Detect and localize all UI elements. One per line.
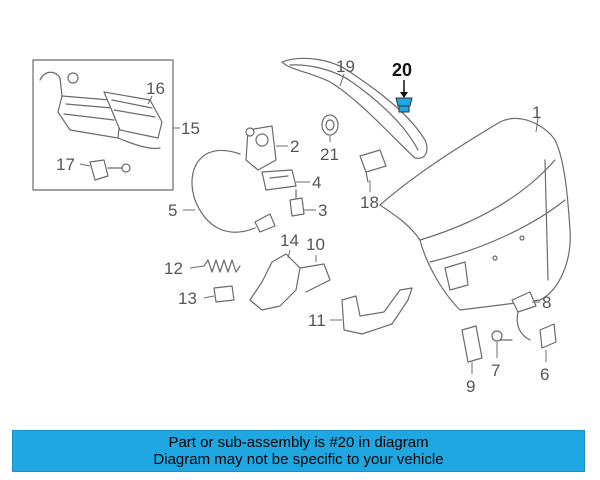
callout-21: 21 [320,145,339,164]
callout-13: 13 [178,289,197,308]
part-13-block [213,285,235,303]
callout-7: 7 [491,361,500,380]
callout-11: 11 [308,311,326,330]
harness-inset [32,59,174,191]
callout-18: 18 [360,193,379,212]
banner-line-disclaimer: Diagram may not be specific to your vehi… [153,451,444,468]
part-4-striker [261,169,297,191]
part-8-switch [511,291,537,341]
callout-5: 5 [168,201,177,220]
callout-10: 10 [306,235,325,254]
part-7-bulb [491,330,513,342]
callout-2: 2 [290,137,299,156]
callout-20: 20 [392,60,412,80]
callout-1: 1 [532,103,541,122]
callout-6: 6 [540,365,549,384]
part-6-bracket [539,323,557,349]
part-18-lamp [359,149,387,183]
part-19-weatherstrip [281,57,428,159]
part-11-trim [341,287,413,335]
leader-lines [79,73,547,374]
part-3-bolt [289,189,305,217]
callout-12: 12 [164,259,183,278]
part-2-latch [245,125,277,171]
part-1-trunk-lid [379,117,571,311]
callout-15: 15 [181,119,200,138]
part-9-handle [461,325,483,363]
callout-3: 3 [318,201,327,220]
callout-17: 17 [56,155,75,174]
callout-16: 16 [146,79,165,98]
part-21-grommet [321,114,339,136]
callout-14: 14 [280,231,299,250]
part-info-banner: Part or sub-assembly is #20 in diagram D… [12,430,585,472]
part-20-clip [395,80,413,113]
part-5-cable [191,149,276,233]
part-12-spring [203,259,241,273]
banner-line-part: Part or sub-assembly is #20 in diagram [168,434,429,451]
callout-9: 9 [466,377,475,396]
callout-4: 4 [312,173,321,192]
callout-8: 8 [542,293,551,312]
parts-diagram: 1 2 3 4 5 6 7 8 9 10 11 12 13 14 15 16 1… [32,57,571,396]
callout-19: 19 [336,57,355,76]
part-14-10-bracket [249,253,331,311]
